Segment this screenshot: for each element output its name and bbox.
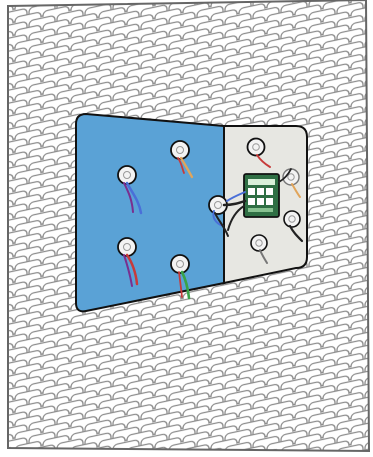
network-module-icon: [244, 174, 279, 217]
left-panel: [76, 114, 224, 311]
